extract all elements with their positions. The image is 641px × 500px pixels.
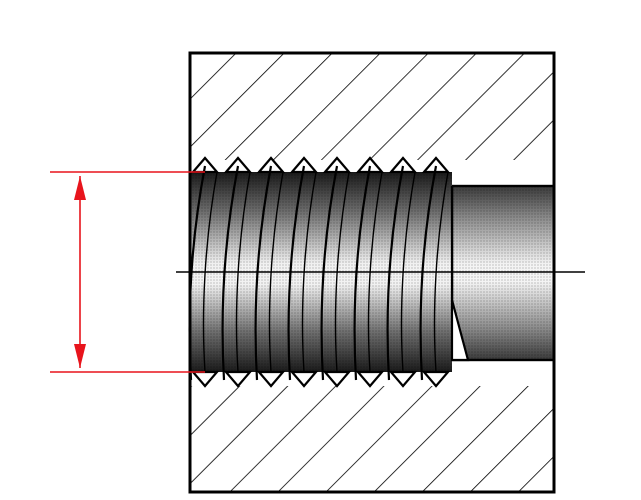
thread-runout-cone: [450, 186, 470, 362]
thread-flank-line: [254, 165, 273, 381]
thread-flank-line: [386, 165, 405, 381]
thread-crests: [188, 156, 451, 388]
arrowhead-bottom: [74, 344, 86, 368]
thread-flank-line: [320, 165, 339, 381]
thread-flank-line: [353, 165, 372, 381]
thread-flank-line: [221, 165, 240, 381]
thread-root-line: [334, 171, 350, 373]
lower-hatched-section: [190, 372, 554, 492]
thread-flank-line: [419, 165, 438, 381]
thread-root-line: [235, 171, 251, 373]
thread-root-line: [202, 171, 218, 373]
thread-flank-line: [287, 165, 306, 381]
thread-root-line: [433, 171, 449, 373]
thread-diameter-dimension: [50, 171, 205, 373]
arrowhead-top: [74, 176, 86, 200]
thread-root-line: [367, 171, 383, 373]
thread-root-line: [268, 171, 284, 373]
upper-hatched-section: [190, 53, 554, 173]
thread-root-line: [400, 171, 416, 373]
thread-root-line: [301, 171, 317, 373]
plain-bore-stipple: [452, 186, 554, 360]
section-body: [190, 53, 554, 492]
